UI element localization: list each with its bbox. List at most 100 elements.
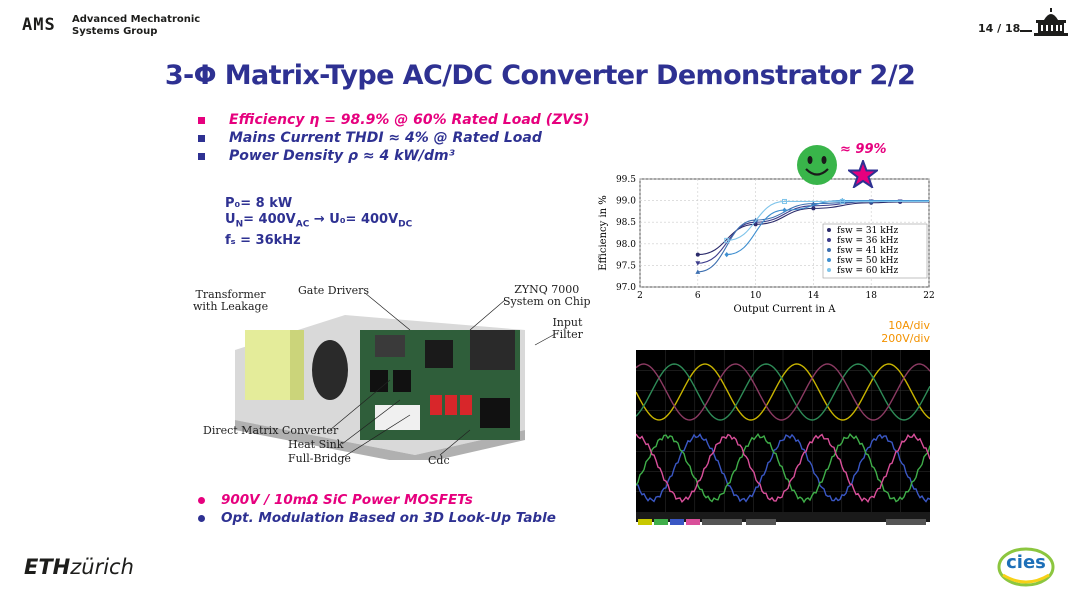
label-input-filter: Input Filter [552, 317, 583, 341]
smiley-icon [797, 145, 837, 185]
bullet-text: Opt. Modulation Based on 3D Look-Up Tabl… [221, 510, 556, 526]
data-point [695, 269, 701, 274]
group-name: Advanced Mechatronic Systems Group [72, 14, 200, 38]
bullet-text: 900V / 10mΩ SiC Power MOSFETs [221, 492, 473, 508]
legend-marker [827, 238, 831, 242]
x-tick-label: 10 [750, 291, 762, 301]
annotation-99: ≈ 99% [840, 142, 887, 157]
param-u0: U₀= 400V [329, 212, 399, 227]
legend-entry: fsw = 50 kHz [837, 256, 899, 266]
scope-trace [635, 363, 931, 421]
bullet-dot-icon [198, 515, 205, 522]
converter-parameters: P₀= 8 kW UN= 400VAC → U₀= 400VDC fₛ = 36… [225, 196, 412, 249]
param-un-value: = 400V [243, 212, 296, 227]
param-switching-frequency: fₛ = 36kHz [225, 232, 301, 248]
bullet-text: Power Density ρ ≈ 4 kW/dm³ [229, 148, 455, 164]
label-direct-matrix-converter: Direct Matrix Converter [203, 424, 339, 437]
y-tick-label: 99.0 [616, 197, 636, 207]
bullet-square-icon [198, 134, 205, 142]
scope-trace [635, 432, 931, 503]
data-point [695, 261, 701, 266]
data-point [839, 198, 845, 204]
bullet-list-top: Efficiency η = 98.9% @ 60% Rated Load (Z… [198, 111, 590, 165]
x-tick-label: 2 [637, 291, 643, 301]
page-number: 14 / 18 [978, 22, 1021, 35]
cies-logo [997, 547, 1055, 587]
legend-box [822, 223, 928, 279]
legend-entry: fsw = 60 kHz [837, 266, 899, 276]
arrow-icon: → [313, 212, 325, 227]
bullet-modulation: Opt. Modulation Based on 3D Look-Up Tabl… [198, 509, 556, 527]
series-line [697, 200, 929, 273]
label-input-line1: Input [552, 316, 583, 329]
bullet-efficiency: Efficiency η = 98.9% @ 60% Rated Load (Z… [198, 111, 590, 129]
bullet-dot-icon [198, 497, 205, 504]
cies-logo-text: cies [1006, 552, 1046, 573]
scope-trace [635, 432, 931, 504]
param-ac-sub: AC [295, 219, 310, 230]
label-gate-drivers: Gate Drivers [298, 284, 369, 297]
scope-scale: 10A/div 200V/div [860, 319, 930, 345]
x-tick-label: 22 [923, 291, 934, 301]
label-transformer: Transformer with Leakage [193, 289, 268, 313]
data-point [782, 198, 787, 204]
y-tick-label: 98.5 [616, 218, 636, 228]
bullet-thd: Mains Current THDI ≈ 4% @ Rated Load [198, 129, 590, 147]
param-un-sub: N [235, 219, 244, 230]
bullet-list-bottom: 900V / 10mΩ SiC Power MOSFETs Opt. Modul… [198, 491, 556, 527]
eth-logo-light: zürich [70, 555, 134, 579]
legend-marker [827, 228, 831, 232]
label-zynq-line1: ZYNQ 7000 [514, 283, 580, 296]
oscilloscope-status-bar [636, 512, 930, 525]
scope-trace [635, 433, 931, 503]
x-axis-label: Output Current in A [734, 304, 837, 315]
label-heat-sink: Heat Sink [288, 438, 344, 451]
group-name-line2: Systems Group [72, 26, 158, 37]
label-zynq: ZYNQ 7000 System on Chip [503, 284, 591, 308]
x-tick-label: 14 [808, 291, 820, 301]
label-zynq-line2: System on Chip [503, 295, 591, 308]
param-un: U [225, 212, 236, 227]
legend-marker [827, 268, 831, 272]
data-point [695, 252, 700, 257]
x-tick-label: 18 [865, 291, 877, 301]
data-point [724, 237, 730, 243]
y-tick-label: 97.0 [616, 283, 636, 293]
label-input-line2: Filter [552, 328, 583, 341]
slide-title: 3-Φ Matrix-Type AC/DC Converter Demonstr… [164, 60, 916, 91]
bullet-square-icon [198, 152, 205, 160]
bullet-text: Efficiency η = 98.9% @ 60% Rated Load (Z… [229, 112, 590, 128]
series-line [726, 200, 929, 241]
scope-trace [635, 363, 931, 421]
building-icon [1034, 8, 1068, 36]
scope-scale-current: 10A/div [888, 319, 930, 332]
oscilloscope-status-icons [638, 519, 926, 525]
legend-entry: fsw = 41 kHz [837, 246, 899, 256]
legend-entry: fsw = 31 kHz [837, 226, 899, 236]
bullet-square-icon [198, 116, 205, 124]
scope-scale-voltage: 200V/div [881, 332, 930, 345]
x-tick-label: 6 [695, 291, 701, 301]
y-tick-label: 98.0 [616, 240, 636, 250]
data-point [811, 206, 816, 211]
y-axis-label: Efficiency in % [598, 195, 609, 271]
legend-entry: fsw = 36 kHz [837, 236, 899, 246]
eth-logo-bold: ETH [24, 555, 71, 579]
y-tick-label: 99.5 [616, 175, 636, 185]
bullet-density: Power Density ρ ≈ 4 kW/dm³ [198, 147, 590, 165]
page-divider [1020, 30, 1032, 32]
label-transformer-line1: Transformer [195, 288, 266, 301]
star-icon [848, 160, 878, 188]
param-dc-sub: DC [398, 219, 413, 230]
scope-trace [635, 363, 931, 421]
legend-marker [827, 248, 831, 252]
data-point [753, 217, 758, 223]
ams-logo: AMS [22, 15, 56, 35]
param-voltage: UN= 400VAC → U₀= 400VDC [225, 212, 412, 233]
label-cdc: Cdc [428, 454, 450, 467]
legend-marker [827, 258, 831, 262]
eth-zurich-logo: ETHzürich [24, 555, 134, 579]
group-name-line1: Advanced Mechatronic [72, 14, 201, 25]
bullet-mosfets: 900V / 10mΩ SiC Power MOSFETs [198, 491, 556, 509]
